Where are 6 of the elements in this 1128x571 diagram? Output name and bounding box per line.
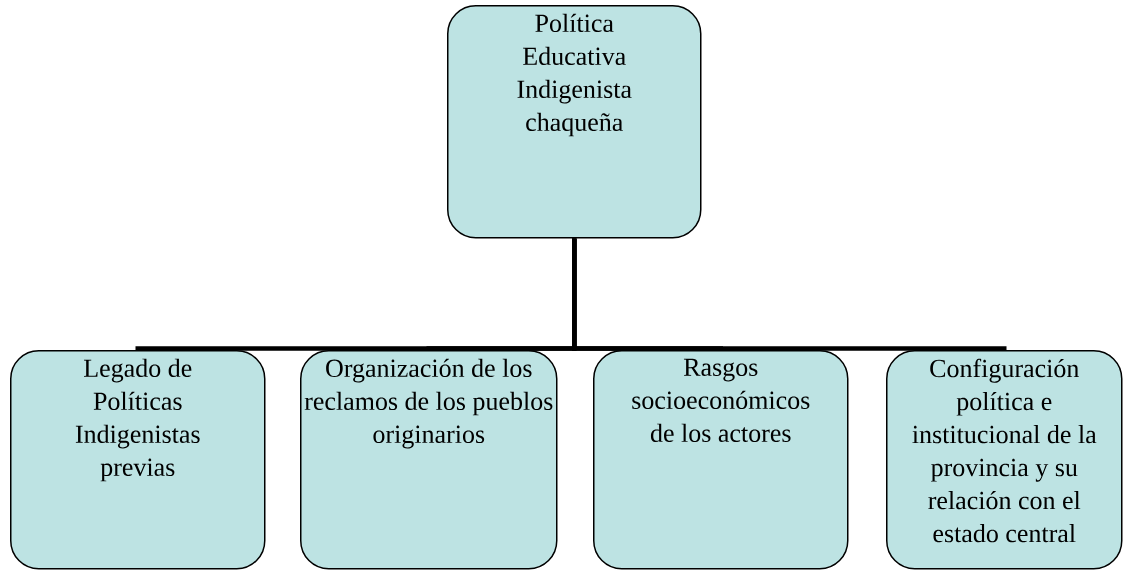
rounded-box: Configuración política e institucional de la provincia y su relación con el estado central xyxy=(886,350,1123,570)
rounded-box: Rasgos socioeconómicos de los actores xyxy=(593,350,849,570)
connector-line xyxy=(572,238,1007,353)
rounded-box: Legado de Políticas Indigenistas previas xyxy=(10,350,266,570)
rounded-box: Organización de los reclamos de los pueblos originarios xyxy=(300,350,558,570)
rounded-box: Política Educativa Indigenista chaqueña xyxy=(447,5,702,239)
